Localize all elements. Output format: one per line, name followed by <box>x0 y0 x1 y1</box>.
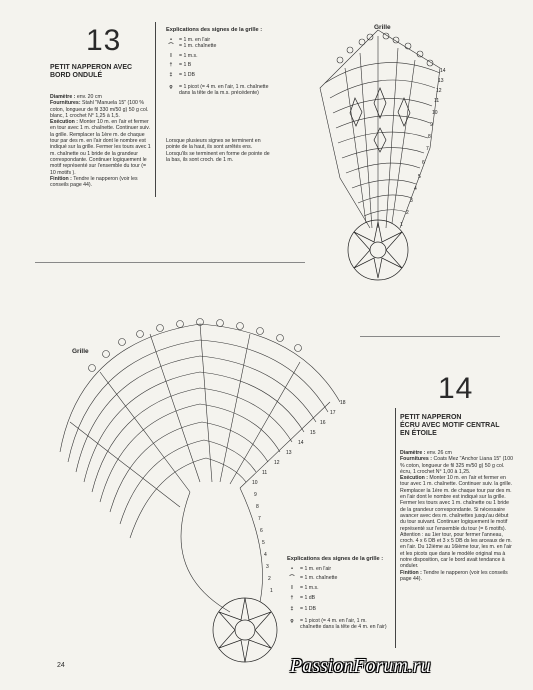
row-number: 1 <box>400 222 403 228</box>
pattern13-crochet-chart: 14 13 12 11 10 9 8 7 6 5 4 3 2 1 <box>319 29 446 281</box>
pattern14-title-line2: ÉCRU AVEC MOTIF CENTRAL <box>400 422 500 429</box>
pattern14-title-line1: PETIT NAPPERON <box>400 414 462 421</box>
legend-row: †= 1 dB <box>287 595 392 601</box>
pattern13-petals <box>349 87 411 153</box>
row-number: 10 <box>432 110 438 116</box>
row-number: 8 <box>256 504 259 510</box>
row-number: 13 <box>286 450 292 456</box>
row-number: 2 <box>268 576 271 582</box>
row-number: 11 <box>434 98 439 104</box>
pattern14-picot-edge <box>88 318 302 372</box>
pattern13-center-star <box>347 219 409 281</box>
chain-stitch-icon: • <box>170 37 172 43</box>
row-number: 6 <box>422 160 425 166</box>
row-number: 7 <box>426 146 429 152</box>
pattern14-crochet-chart: 18 17 16 15 14 13 12 11 10 9 8 7 6 5 4 3… <box>59 318 346 663</box>
row-number: 9 <box>254 492 257 498</box>
double-treble-icon: ‡ <box>169 72 173 78</box>
section-divider-right <box>360 336 500 337</box>
legend-row: ⌒= 1 m. chaînette <box>166 43 286 49</box>
legend-row: ϙ= 1 picot (= 4 m. en l'air, 1 m. chaîne… <box>166 84 286 96</box>
row-number: 9 <box>430 122 433 128</box>
row-number: 14 <box>440 68 446 74</box>
pattern13-row-numbers: 14 13 12 11 10 9 8 7 6 5 4 3 2 1 <box>400 68 446 228</box>
legend-row: •= 1 m. en l'air <box>287 566 392 572</box>
pattern14-execution: Exécution : Monter 10 m. en l'air et fer… <box>400 475 513 570</box>
legend-row: †= 1 B <box>166 62 286 68</box>
row-number: 2 <box>406 210 409 216</box>
pattern14-supplies: Fournitures : Coats Mez "Anchor Liana 15… <box>400 456 513 475</box>
pattern13-number: 13 <box>86 24 122 57</box>
row-number: 4 <box>414 186 417 192</box>
row-number: 17 <box>330 410 336 416</box>
legend-row: I= 1 m.s. <box>287 585 392 591</box>
pattern14-center-motif <box>212 597 278 663</box>
picot-icon: ϙ <box>169 84 173 90</box>
pattern14-finishing: Finition : Tendre le napperon (voir les … <box>400 569 508 582</box>
slip-stitch-icon: ⌒ <box>168 43 174 49</box>
row-number: 5 <box>418 174 421 180</box>
pattern13-title-line2: BORD ONDULÉ <box>50 72 103 79</box>
pattern14-chart-lines <box>59 323 341 613</box>
pattern13-legend-title: Explications des signes de la grille : <box>166 27 263 33</box>
legend-row: •= 1 m. en l'air <box>166 37 286 43</box>
page-number: 24 <box>57 662 65 669</box>
pattern13-instructions: Diamètre : env. 20 cm Fournitures: Stahl… <box>50 94 153 188</box>
legend-row: ⌒= 1 m. chaînette <box>287 575 392 581</box>
single-crochet-icon: I <box>170 53 172 59</box>
row-number: 3 <box>410 198 413 204</box>
row-number: 11 <box>262 470 267 476</box>
pattern13-diameter: Diamètre : env. 20 cm <box>50 94 102 100</box>
pattern14-legend-title: Explications des signes de la grille : <box>287 556 384 562</box>
row-number: 6 <box>260 528 263 534</box>
pattern14-instructions: Diamètre : env. 26 cm Fournitures : Coat… <box>400 450 513 582</box>
row-number: 16 <box>320 420 326 426</box>
row-number: 3 <box>266 564 269 570</box>
section-divider-top <box>35 262 305 263</box>
legend-row: I= 1 m.s. <box>166 53 286 59</box>
single-crochet-icon: I <box>291 585 293 591</box>
row-number: 12 <box>274 460 280 466</box>
pattern14-title-line3: EN ÉTOILE <box>400 430 437 437</box>
row-number: 1 <box>270 588 273 594</box>
site-watermark: PassionForum.ru <box>290 655 431 677</box>
slip-stitch-icon: ⌒ <box>289 575 295 581</box>
row-number: 10 <box>252 480 258 486</box>
pattern13-title-line1: PETIT NAPPERON AVEC <box>50 64 133 71</box>
pattern14-diameter: Diamètre : env. 26 cm <box>400 450 452 456</box>
pattern13-note: Lorsque plusieurs signes se terminent en… <box>166 138 270 163</box>
legend-row: ‡= 1 DB <box>287 606 392 612</box>
legend-row: ‡= 1 DB <box>166 72 286 78</box>
picot-icon: ϙ <box>290 618 294 624</box>
pattern13-chart-lines <box>319 29 441 229</box>
row-number: 8 <box>428 134 431 140</box>
row-number: 15 <box>310 430 316 436</box>
pattern14-legend: Explications des signes de la grille : •… <box>287 556 392 630</box>
pattern14-grille-label: Grille <box>72 348 89 355</box>
pattern14-title: PETIT NAPPERON ÉCRU AVEC MOTIF CENTRAL E… <box>400 414 520 438</box>
pattern13-vertical-rule <box>155 22 156 197</box>
row-number: 7 <box>258 516 261 522</box>
pattern13-grille-label: Grille <box>374 24 391 31</box>
legend-row: ϙ= 1 picot (= 4 m. en l'air, 1 m. chaîne… <box>287 618 392 630</box>
treble-icon: † <box>290 595 294 601</box>
pattern14-vertical-rule <box>395 408 396 648</box>
pattern13-title: PETIT NAPPERON AVEC BORD ONDULÉ <box>50 64 150 80</box>
pattern13-finishing: Finition : Tendre le napperon (voir les … <box>50 175 138 189</box>
double-treble-icon: ‡ <box>290 606 294 612</box>
row-number: 13 <box>438 78 444 84</box>
pattern13-supplies: Fournitures: Stahl "Manuela 15" (100 % c… <box>50 100 149 119</box>
pattern14-row-numbers: 18 17 16 15 14 13 12 11 10 9 8 7 6 5 4 3… <box>252 400 346 594</box>
pattern13-execution: Exécution : Monter 10 m. en l'air et fer… <box>50 119 151 176</box>
pattern14-number: 14 <box>438 372 474 405</box>
chain-stitch-icon: • <box>291 566 293 572</box>
treble-icon: † <box>169 62 173 68</box>
pattern13-picot-edge <box>336 32 434 67</box>
row-number: 4 <box>264 552 267 558</box>
row-number: 18 <box>340 400 346 406</box>
row-number: 12 <box>436 88 442 94</box>
pattern13-legend: Explications des signes de la grille : •… <box>166 27 286 96</box>
row-number: 14 <box>298 440 304 446</box>
row-number: 5 <box>262 540 265 546</box>
